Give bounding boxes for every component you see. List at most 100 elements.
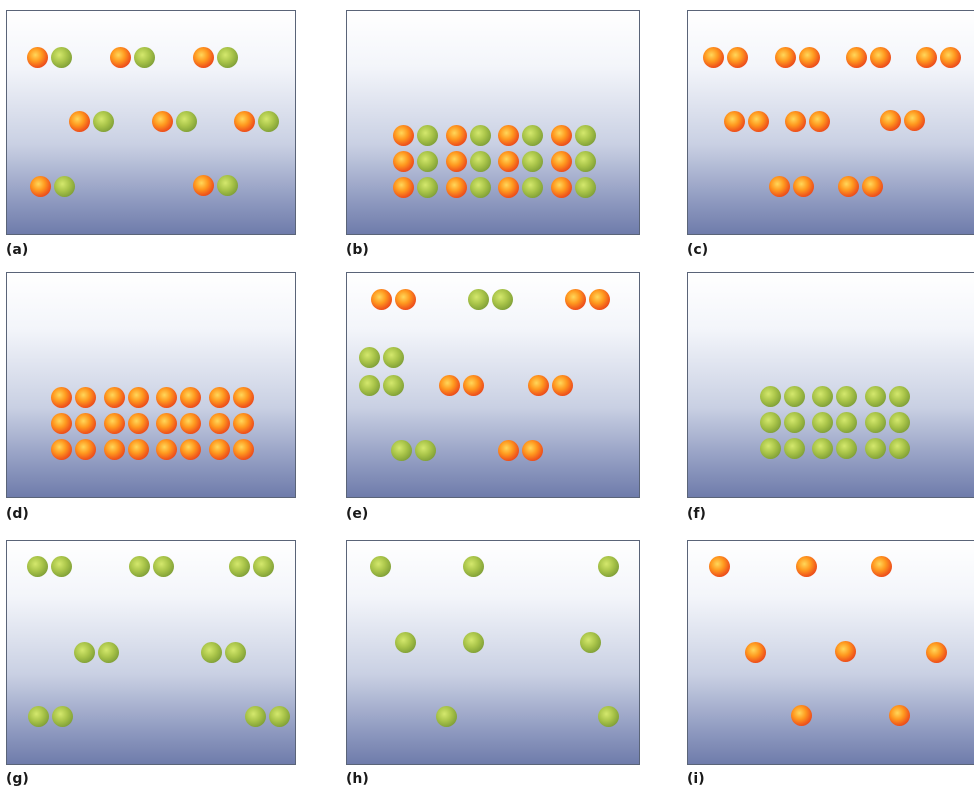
green-particle [92, 110, 114, 132]
green-particle [133, 46, 155, 68]
green-particle [200, 641, 222, 663]
green-particle [27, 705, 49, 727]
green-particle [469, 124, 491, 146]
green-particle [835, 411, 857, 433]
red-particle [29, 175, 51, 197]
green-particle [390, 439, 412, 461]
green-particle [579, 631, 601, 653]
green-particle [268, 705, 290, 727]
green-particle [783, 411, 805, 433]
panel-b [346, 10, 640, 235]
green-particle [244, 705, 266, 727]
red-particle [550, 124, 572, 146]
green-particle [382, 374, 404, 396]
red-particle [127, 412, 149, 434]
green-particle [783, 437, 805, 459]
green-particle [759, 437, 781, 459]
green-particle [382, 346, 404, 368]
green-particle [462, 555, 484, 577]
red-particle [708, 555, 730, 577]
red-particle [232, 386, 254, 408]
red-particle [26, 46, 48, 68]
red-particle [445, 176, 467, 198]
red-particle [747, 110, 769, 132]
red-particle [588, 288, 610, 310]
red-particle [497, 150, 519, 172]
red-particle [179, 412, 201, 434]
green-particle [224, 641, 246, 663]
green-particle [467, 288, 489, 310]
red-particle [497, 176, 519, 198]
green-particle [416, 150, 438, 172]
green-particle [469, 176, 491, 198]
red-particle [869, 46, 891, 68]
green-particle [53, 175, 75, 197]
green-particle [257, 110, 279, 132]
panel-h [346, 540, 640, 765]
red-particle [915, 46, 937, 68]
green-particle [73, 641, 95, 663]
red-particle [768, 175, 790, 197]
green-particle [462, 631, 484, 653]
green-particle [469, 150, 491, 172]
red-particle [726, 46, 748, 68]
red-particle [74, 438, 96, 460]
panel-label-h: (h) [346, 771, 369, 787]
red-particle [192, 46, 214, 68]
red-particle [127, 438, 149, 460]
red-particle [564, 288, 586, 310]
red-particle [392, 150, 414, 172]
green-particle [435, 705, 457, 727]
red-particle [792, 175, 814, 197]
red-particle [74, 412, 96, 434]
green-particle [369, 555, 391, 577]
red-particle [394, 288, 416, 310]
green-particle [864, 437, 886, 459]
red-particle [50, 438, 72, 460]
green-particle [864, 385, 886, 407]
red-particle [795, 555, 817, 577]
panel-label-g: (g) [6, 771, 29, 787]
red-particle [179, 438, 201, 460]
green-particle [574, 124, 596, 146]
red-particle [790, 704, 812, 726]
green-particle [491, 288, 513, 310]
panel-d [6, 272, 296, 498]
red-particle [497, 124, 519, 146]
panel-f [687, 272, 974, 498]
green-particle [759, 411, 781, 433]
red-particle [550, 176, 572, 198]
green-particle [811, 437, 833, 459]
red-particle [50, 386, 72, 408]
green-particle [216, 46, 238, 68]
green-particle [574, 176, 596, 198]
panel-label-i: (i) [687, 771, 705, 787]
red-particle [109, 46, 131, 68]
green-particle [888, 411, 910, 433]
red-particle [808, 110, 830, 132]
red-particle [744, 641, 766, 663]
red-particle [192, 174, 214, 196]
green-particle [228, 555, 250, 577]
red-particle [233, 110, 255, 132]
panel-label-c: (c) [687, 242, 709, 258]
green-particle [574, 150, 596, 172]
green-particle [835, 385, 857, 407]
red-particle [497, 439, 519, 461]
red-particle [837, 175, 859, 197]
red-particle [208, 412, 230, 434]
green-particle [521, 176, 543, 198]
red-particle [702, 46, 724, 68]
panel-label-f: (f) [687, 506, 706, 522]
green-particle [888, 437, 910, 459]
red-particle [834, 640, 856, 662]
green-particle [152, 555, 174, 577]
red-particle [127, 386, 149, 408]
red-particle [551, 374, 573, 396]
green-particle [50, 46, 72, 68]
red-particle [925, 641, 947, 663]
green-particle [521, 150, 543, 172]
red-particle [445, 150, 467, 172]
green-particle [811, 411, 833, 433]
red-particle [50, 412, 72, 434]
